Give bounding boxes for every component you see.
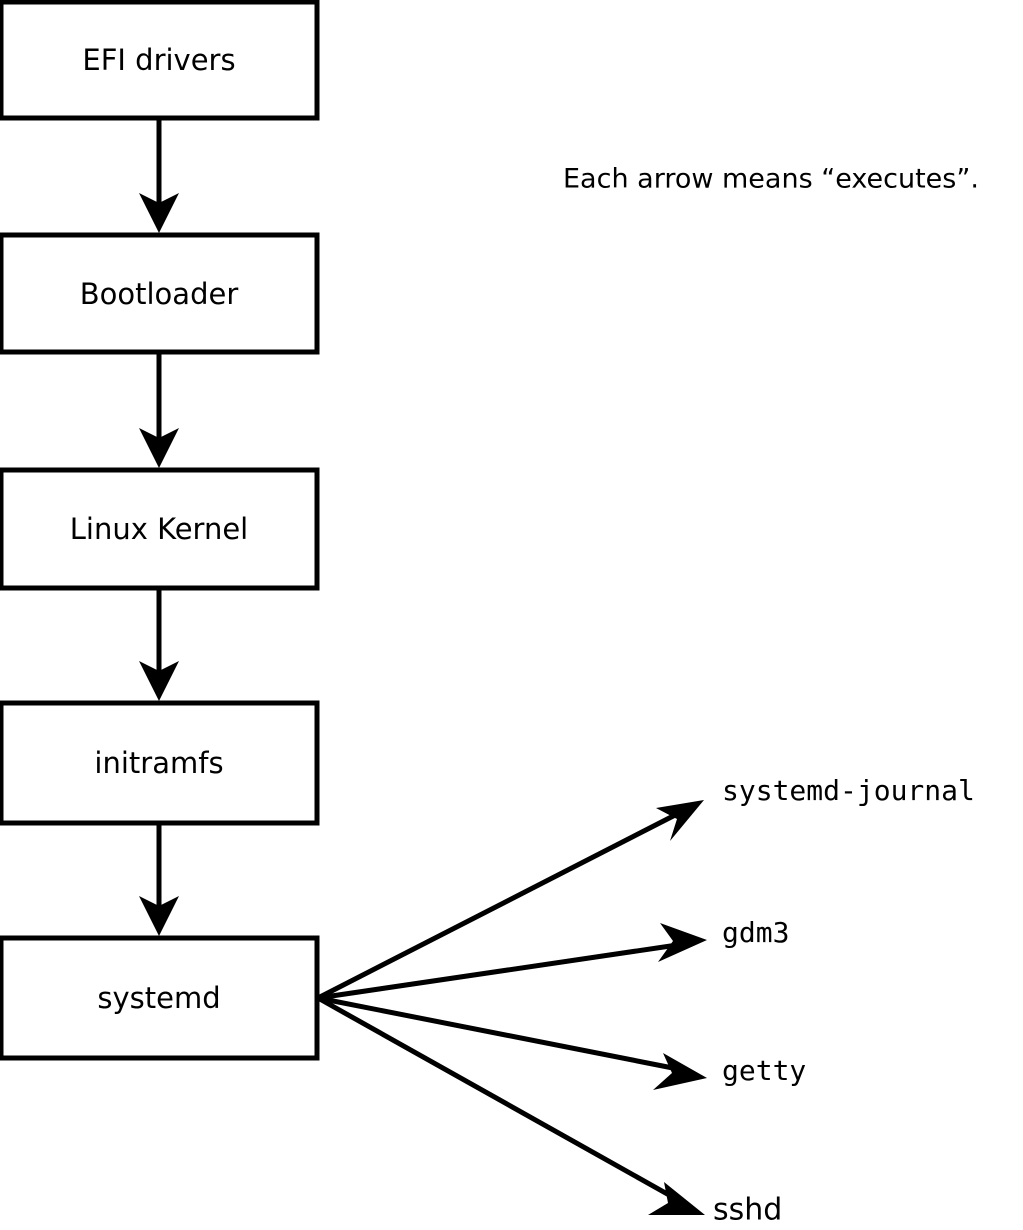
edge-systemd-to-getty [317,995,707,1090]
arrow-head-icon [653,1053,707,1090]
leaf-label-sshd: sshd [713,1193,782,1228]
node-box-shape [0,0,320,121]
node-efi-drivers[interactable]: EFI drivers [0,0,320,121]
annotation-each-arrow-means-executes: Each arrow means “executes”. [563,164,979,195]
node-bootloader[interactable]: Bootloader [0,232,320,355]
arrow-head-icon [139,896,179,936]
node-box-shape [0,935,320,1061]
arrow-head-icon [139,193,179,233]
node-box-shape [0,700,320,826]
edge-systemd-to-gdm3 [317,923,707,1001]
edge-systemd-to-sshd [316,995,705,1215]
node-initramfs[interactable]: initramfs [0,700,320,826]
leaf-label-gdm3: gdm3 [722,916,789,949]
edge-efi-to-bootloader [139,118,179,233]
edge-initramfs-to-systemd [139,823,179,936]
node-label-bootloader: Bootloader [80,277,239,311]
node-box-shape [0,467,320,591]
node-systemd[interactable]: systemd [0,935,320,1061]
edge-bootloader-to-kernel [139,352,179,468]
edge-systemd-to-systemd-journal [316,800,704,1001]
arrow-head-icon [139,661,179,701]
node-label-linux-kernel: Linux Kernel [70,512,248,546]
node-label-efi-drivers: EFI drivers [82,43,235,77]
edge-kernel-to-initramfs [139,588,179,701]
arrow-head-icon [648,1182,705,1215]
node-box-shape [0,232,320,355]
arrow-head-icon [656,800,704,841]
leaf-label-getty: getty [722,1054,806,1087]
arrow-head-icon [658,923,707,962]
leaf-label-systemd-journal: systemd-journal [722,774,975,807]
node-linux-kernel[interactable]: Linux Kernel [0,467,320,591]
node-label-initramfs: initramfs [94,746,223,780]
node-label-systemd: systemd [97,981,220,1015]
arrow-head-icon [139,428,179,468]
